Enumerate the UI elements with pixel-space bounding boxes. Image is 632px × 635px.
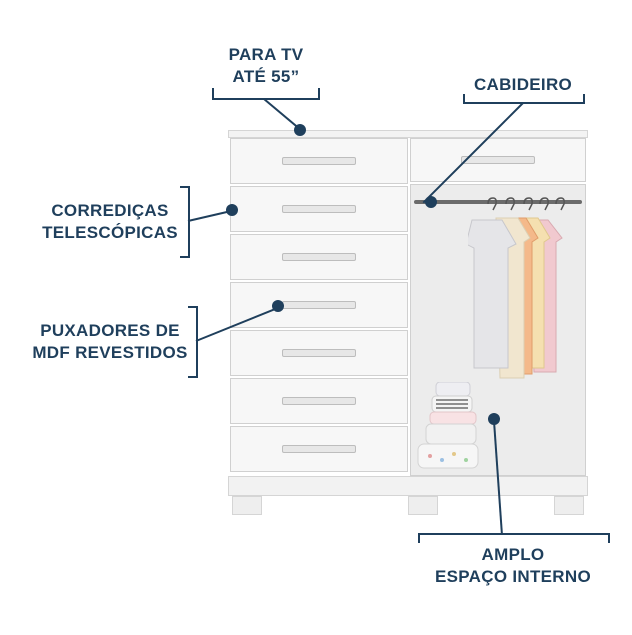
- label-para-tv: PARA TV ATÉ 55”: [228, 45, 304, 86]
- drawer-6: [230, 378, 408, 424]
- bracket-para-tv: [212, 88, 320, 100]
- pointer-dot-tv: [294, 124, 306, 136]
- clothes-illustration: [468, 197, 565, 379]
- bracket-puxadores: [188, 306, 198, 378]
- pointer-line-tv: [263, 98, 299, 129]
- bracket-corredicas: [180, 186, 190, 258]
- drawer-5: [230, 330, 408, 376]
- drawer-handle: [282, 445, 356, 453]
- label-amplo: AMPLO ESPAÇO INTERNO: [435, 545, 591, 586]
- pointer-dot-cabideiro: [425, 196, 437, 208]
- label-cabideiro: CABIDEIRO: [473, 75, 573, 94]
- drawer-7: [230, 426, 408, 472]
- drawer-3: [230, 234, 408, 280]
- foot-right: [554, 496, 584, 515]
- pointer-dot-corredicas: [226, 204, 238, 216]
- drawer-handle: [282, 253, 356, 261]
- foot-left: [232, 496, 262, 515]
- bracket-cabideiro: [463, 94, 585, 104]
- pointer-dot-amplo: [488, 413, 500, 425]
- label-corredicas: CORREDIÇAS TELESCÓPICAS: [42, 201, 178, 242]
- drawer-2: [230, 186, 408, 232]
- cabinet-drawer: [410, 138, 586, 182]
- label-puxadores: PUXADORES DE MDF REVESTIDOS: [32, 321, 188, 362]
- drawer-handle: [282, 301, 356, 309]
- drawer-handle: [282, 349, 356, 357]
- pointer-dot-puxadores: [272, 300, 284, 312]
- drawer-handle: [282, 397, 356, 405]
- dresser-base: [228, 476, 588, 496]
- hanging-rod: [414, 200, 582, 204]
- folded-clothes-illustration: [417, 382, 479, 469]
- drawer-4: [230, 282, 408, 328]
- drawer-1: [230, 138, 408, 184]
- dresser-top: [228, 130, 588, 138]
- drawer-handle: [461, 156, 535, 164]
- bracket-amplo: [418, 533, 610, 543]
- foot-middle: [408, 496, 438, 515]
- drawer-handle: [282, 205, 356, 213]
- dresser: [228, 130, 588, 515]
- drawer-handle: [282, 157, 356, 165]
